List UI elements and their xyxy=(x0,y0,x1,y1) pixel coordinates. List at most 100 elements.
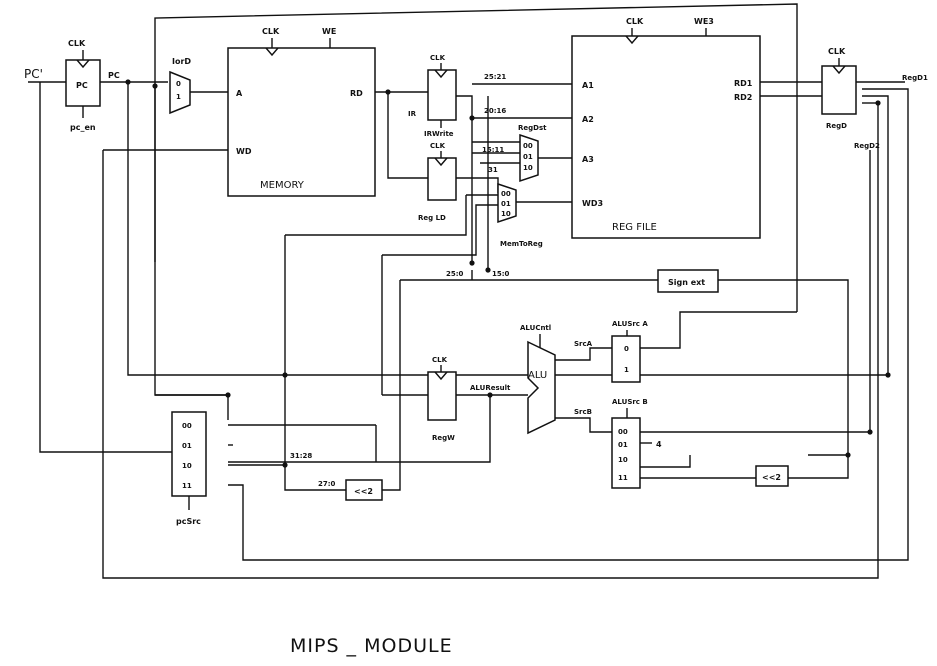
regd-out2-label: RegD2 xyxy=(854,142,880,150)
alusrca-label: ALUSrc A xyxy=(612,320,648,328)
iord-mux: IorD 0 1 xyxy=(169,57,191,115)
iord-in0: 0 xyxy=(176,80,181,88)
regfile-clk-label: CLK xyxy=(626,17,644,26)
regfile-a2-port: A2 xyxy=(582,115,594,124)
pcsrc-in1: 01 xyxy=(182,442,192,450)
field-jump: 25:0 xyxy=(446,270,464,278)
alusrca-in0: 0 xyxy=(624,345,629,353)
srcb-signal: SrcB xyxy=(574,408,592,416)
ir-enable: IRWrite xyxy=(424,130,454,138)
memory-name: MEMORY xyxy=(260,180,305,191)
regld-register: CLK Reg LD xyxy=(418,142,457,222)
regfile-a3-port: A3 xyxy=(582,155,594,164)
shift-jump-label: <<2 xyxy=(354,487,373,496)
memtoreg-in0: 00 xyxy=(501,190,511,198)
memtoreg-in2: 10 xyxy=(501,210,511,218)
field-rs: 25:21 xyxy=(484,73,506,81)
pcsrc-mux: 00 01 10 11 pcSrc xyxy=(171,411,207,526)
alusrcb-in2: 10 xyxy=(618,456,628,464)
regdst-mux-shape xyxy=(519,133,539,183)
field-ra: 31 xyxy=(488,166,498,174)
sign-extend: Sign ext xyxy=(657,269,719,293)
memory-we-label: WE xyxy=(322,27,336,36)
pc-prime-label: PC' xyxy=(24,67,43,81)
memtoreg-in1: 01 xyxy=(501,200,511,208)
memory-clk-label: CLK xyxy=(262,27,280,36)
regdst-label: RegDst xyxy=(518,124,547,132)
regfile-rd2-port: RD2 xyxy=(734,93,752,102)
alusrcb-label: ALUSrc B xyxy=(612,398,648,406)
regfile-name: REG FILE xyxy=(612,222,657,233)
alu-control-label: ALUCntl xyxy=(520,324,551,332)
shift-imm-label: <<2 xyxy=(762,473,781,482)
regw-clk-triangle xyxy=(434,371,448,381)
alusrcb-box xyxy=(611,417,641,489)
register-file: CLK WE3 A1 A2 A3 WD3 RD1 RD2 REG FILE xyxy=(571,17,761,239)
pc-out-label: PC xyxy=(108,71,120,80)
field-upper: 31:28 xyxy=(290,452,312,460)
pc-clk-triangle xyxy=(76,59,90,69)
field-imm: 15:0 xyxy=(492,270,510,278)
alusrca-mux: ALUSrc A 0 1 xyxy=(611,320,648,383)
junction-dots xyxy=(125,79,891,468)
regd-clk-label: CLK xyxy=(828,47,846,56)
alusrca-box xyxy=(611,335,641,383)
regw-name: RegW xyxy=(432,434,455,442)
pcsrc-label: pcSrc xyxy=(176,517,201,526)
alu-name: ALU xyxy=(528,370,547,381)
ir-name: IR xyxy=(408,110,417,118)
regfile-wd3-port: WD3 xyxy=(582,199,603,208)
regld-clk-triangle xyxy=(434,157,448,167)
iord-mux-shape xyxy=(169,70,191,115)
regdst-in1: 01 xyxy=(523,153,533,161)
memtoreg-mux-shape xyxy=(497,182,517,224)
memtoreg-label: MemToReg xyxy=(500,240,543,248)
regld-block xyxy=(427,157,457,201)
regw-block xyxy=(427,371,457,421)
shift-jump: <<2 xyxy=(345,479,383,501)
iord-in1: 1 xyxy=(176,93,181,101)
alu-result-label: ALUResult xyxy=(470,384,511,392)
regdst-in0: 00 xyxy=(523,142,533,150)
shift-imm-box xyxy=(755,465,789,487)
regfile-we3-label: WE3 xyxy=(694,17,714,26)
regd-clk-triangle xyxy=(832,65,846,75)
regw-register: CLK RegW ALUResult xyxy=(427,356,511,442)
alusrca-in1: 1 xyxy=(624,366,629,374)
alusrcb-in1: 01 xyxy=(618,441,628,449)
regdst-in2: 10 xyxy=(523,164,533,172)
alusrcb-mux: ALUSrc B 00 01 10 11 4 xyxy=(611,398,662,489)
regfile-a1-port: A1 xyxy=(582,81,594,90)
regw-clk-label: CLK xyxy=(432,356,448,364)
alusrcb-const4: 4 xyxy=(656,440,662,449)
diagram-title: MIPS _ MODULE xyxy=(290,635,453,657)
memory-a-port: A xyxy=(236,89,243,98)
field-jaddr: 27:0 xyxy=(318,480,336,488)
ir-block xyxy=(427,69,457,121)
memory-wd-port: WD xyxy=(236,147,252,156)
pcsrc-in3: 11 xyxy=(182,482,192,490)
signext-box xyxy=(657,269,719,293)
iord-label: IorD xyxy=(172,57,191,66)
pcsrc-in2: 10 xyxy=(182,462,192,470)
pc-block-label: PC xyxy=(76,81,88,90)
ir-clk-label: CLK xyxy=(430,54,446,62)
memtoreg-mux: 00 01 10 MemToReg xyxy=(497,182,543,248)
pc-en-label: pc_en xyxy=(70,123,96,132)
shift-jump-box xyxy=(345,479,383,501)
field-rd: 15:11 xyxy=(482,146,504,154)
regfile-rd1-port: RD1 xyxy=(734,79,753,88)
ir-register: CLK IR IRWrite xyxy=(408,54,457,138)
alu-unit: ALUCntl ALU SrcA SrcB xyxy=(520,324,593,435)
alusrcb-in3: 11 xyxy=(618,474,628,482)
memory-rd-port: RD xyxy=(350,89,363,98)
alusrcb-in0: 00 xyxy=(618,428,628,436)
instruction-fields: 25:21 20:16 15:11 31 25:0 15:0 31:28 27:… xyxy=(290,73,510,488)
regfile-clk-triangle xyxy=(625,35,639,45)
memory-box xyxy=(227,47,376,197)
regdst-mux: RegDst 00 01 10 xyxy=(518,124,547,183)
shift-imm: <<2 xyxy=(755,465,789,487)
memory-clk-triangle xyxy=(265,47,279,57)
regd-name: RegD xyxy=(826,122,847,130)
